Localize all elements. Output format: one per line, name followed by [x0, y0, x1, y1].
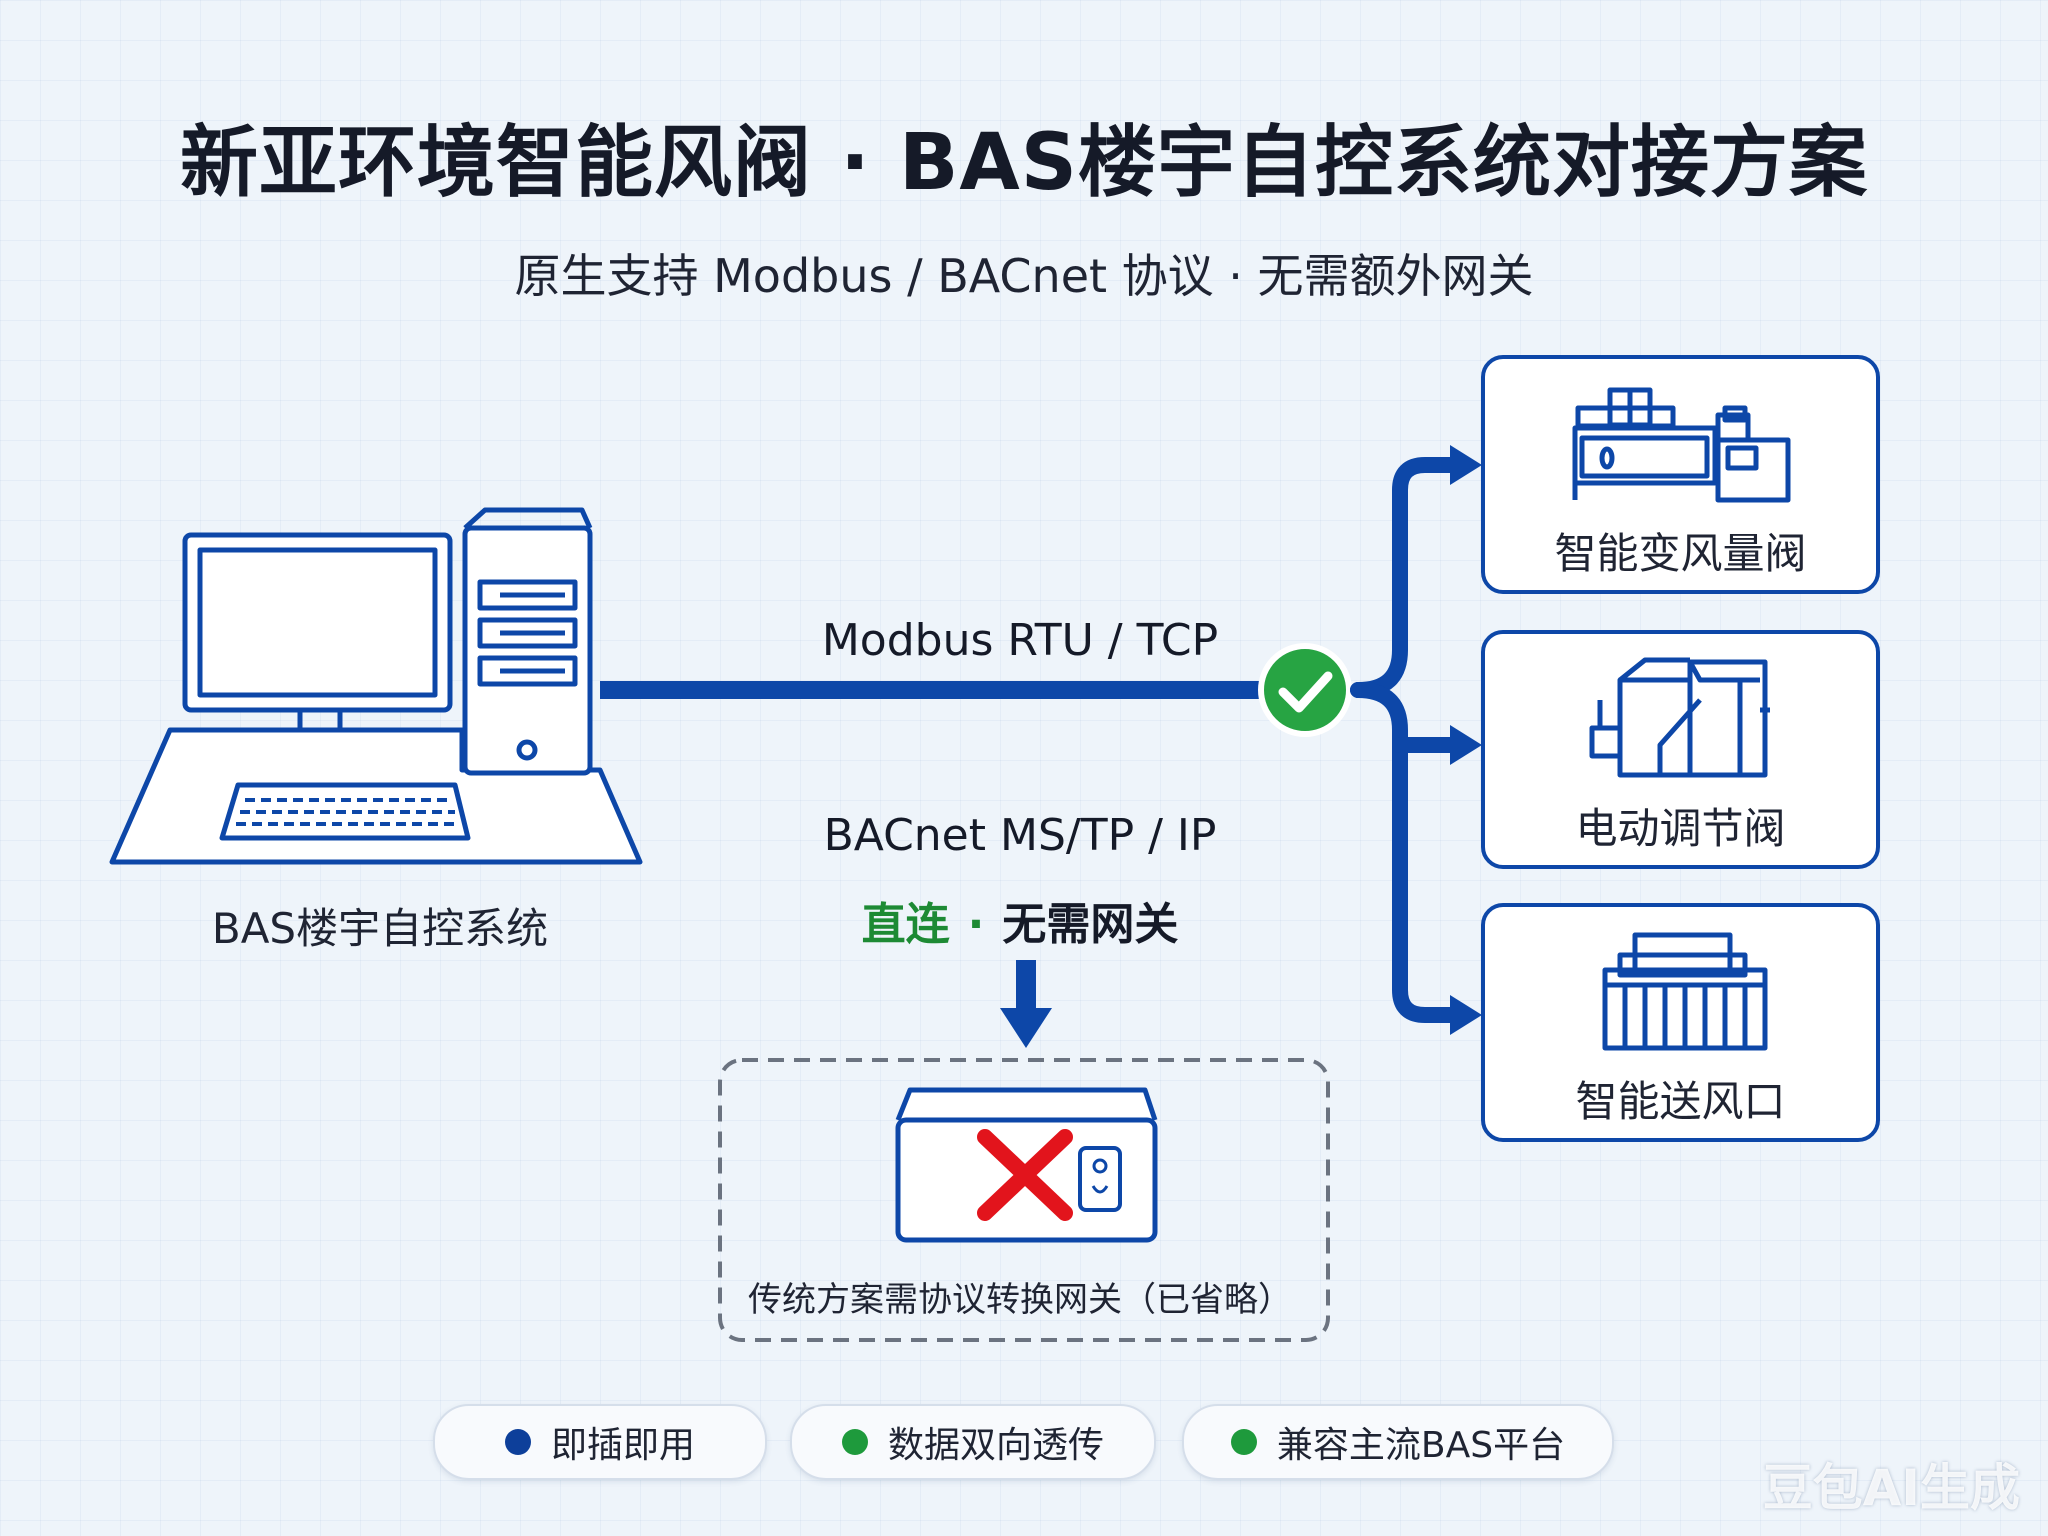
bullet-dot-icon: [1230, 1429, 1257, 1455]
modbus-protocol-label: Modbus RTU / TCP: [821, 615, 1219, 666]
feature-pill-bidirectional: 数据双向透传: [790, 1404, 1156, 1480]
arrow-right-icon: [1450, 995, 1482, 1035]
feature-pill-compatibility: 兼容主流BAS平台: [1182, 1404, 1614, 1480]
no-gateway-label: 无需网关: [1002, 899, 1179, 950]
gateway-label: 传统方案需协议转换网关（已省略）: [748, 1280, 1292, 1320]
motorized-valve-icon: [1589, 657, 1770, 778]
direct-label: 直连: [861, 899, 950, 950]
watermark: 豆包AI生成: [1762, 1459, 2020, 1517]
bullet-dot-icon: [841, 1429, 868, 1455]
device-card-motorized-valve: [1481, 630, 1880, 869]
crossed-gateway-icon: [895, 1087, 1158, 1243]
feature-label: 即插即用: [550, 1425, 695, 1466]
gateway-dashed-box: [718, 1058, 1330, 1342]
page-subtitle: 原生支持 Modbus / BACnet 协议 · 无需额外网关: [514, 249, 1534, 303]
vav-valve-icon: [1572, 387, 1791, 503]
feature-pill-plug-and-play: 即插即用: [433, 1404, 767, 1480]
check-icon: [1258, 643, 1352, 737]
bas-label: BAS楼宇自控系统: [211, 904, 549, 953]
feature-label: 数据双向透传: [887, 1425, 1104, 1466]
arrow-down-icon: [1000, 960, 1052, 1048]
branch-connector: [1350, 457, 1463, 1023]
device-label-vav: 智能变风量阀: [1554, 529, 1807, 578]
air-diffuser-icon: [1602, 932, 1768, 1051]
device-card-diffuser: [1481, 903, 1880, 1142]
arrow-right-icon: [1450, 725, 1482, 765]
feature-label: 兼容主流BAS平台: [1276, 1425, 1566, 1466]
direct-connect-label: 直连 · 无需网关: [760, 888, 1280, 952]
device-label-motorized-valve: 电动调节阀: [1575, 804, 1786, 853]
separator-dot: ·: [967, 899, 985, 950]
bas-computer-icon: [109, 507, 643, 865]
bullet-dot-icon: [504, 1429, 531, 1455]
device-label-diffuser: 智能送风口: [1575, 1077, 1786, 1126]
bacnet-protocol-label: BACnet MS/TP / IP: [823, 810, 1217, 861]
arrow-right-icon: [1450, 445, 1482, 485]
page-title: 新亚环境智能风阀 · BAS楼宇自控系统对接方案: [180, 118, 1868, 208]
